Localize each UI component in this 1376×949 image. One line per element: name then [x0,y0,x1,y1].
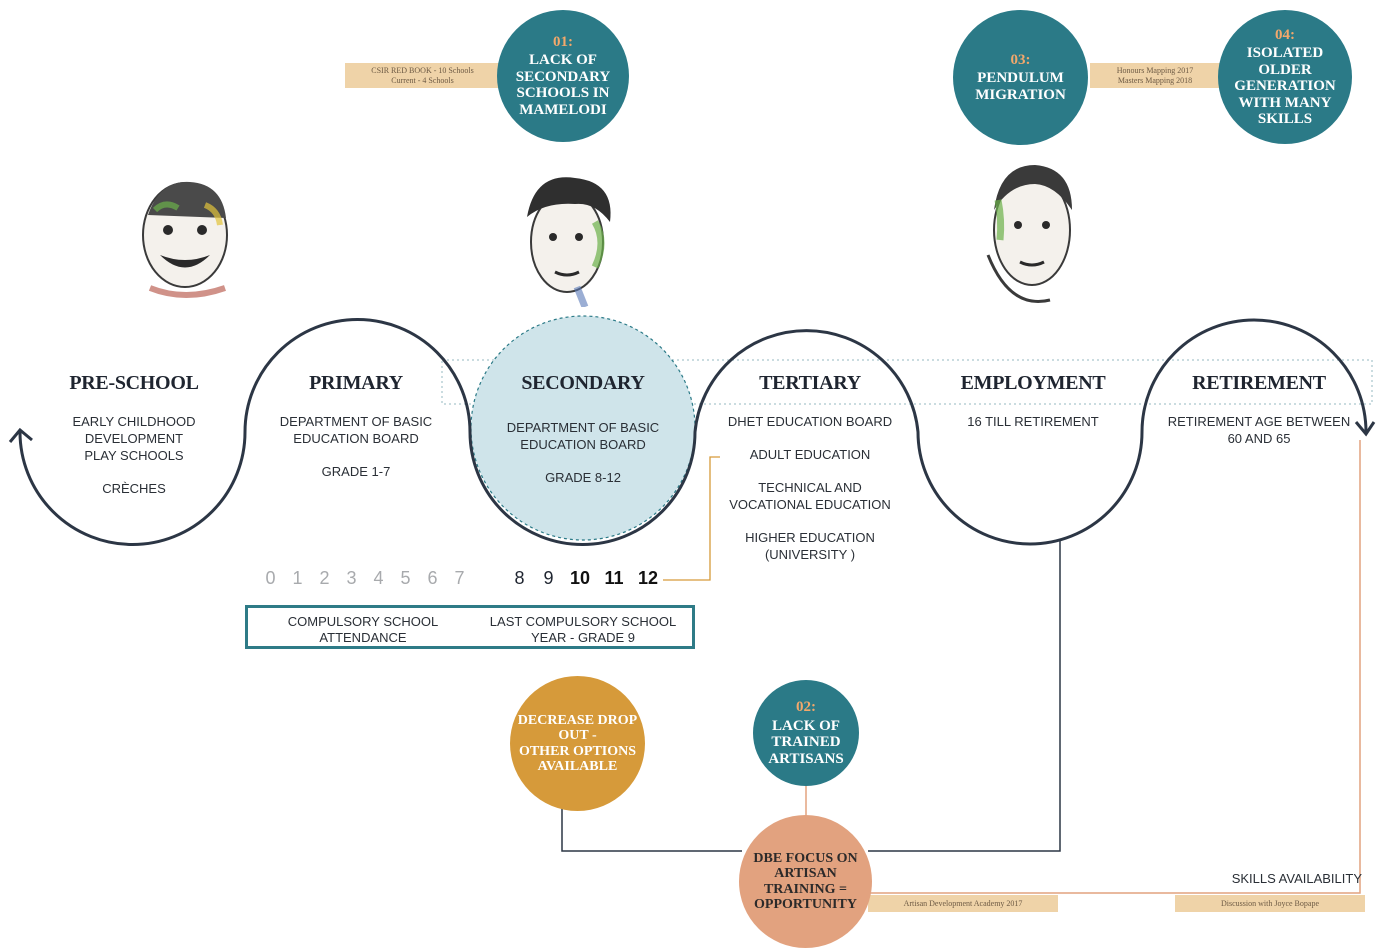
stage-title-secondary: SECONDARY [521,372,645,394]
grade-number: 10 [569,568,591,588]
issue-number: 03: [1010,51,1031,68]
grade-number: 4 [373,568,384,588]
dropout-connector [561,800,742,852]
stage-line: GRADE 1-7 [321,464,391,479]
grade-number: 5 [400,568,411,588]
csir-reference-tag: CSIR RED BOOK - 10 Schools Current - 4 S… [345,63,500,88]
stage-line: RETIREMENT AGE BETWEEN 60 AND 65 [1167,414,1351,446]
issue-text: PENDULUM MIGRATION [975,70,1066,103]
teen-face-illustration [527,177,611,307]
dotted-band [441,359,1373,405]
employment-connector [868,540,1061,852]
tag-line: CSIR RED BOOK - 10 Schools [371,66,474,76]
compulsory-attendance-box: COMPULSORY SCHOOL ATTENDANCE LAST COMPUL… [245,605,695,649]
adult-face-illustration [986,165,1072,303]
stage-body-primary: DEPARTMENT OF BASIC EDUCATION BOARD GRAD… [246,413,466,480]
stage-line: GRADE 8-12 [545,470,621,485]
stage-line: DHET EDUCATION BOARD [727,414,893,429]
skills-availability-label: SKILLS AVAILABILITY [1231,871,1362,886]
issue-01-bubble: 01: LACK OF SECONDARY SCHOOLS IN MAMELOD… [497,10,629,142]
issue-02-bubble: 02: LACK OF TRAINED ARTISANS [753,680,859,786]
stage-title-primary: PRIMARY [309,372,403,394]
tag-line: Artisan Development Academy 2017 [903,898,1023,908]
stage-body-employment: 16 TILL RETIREMENT [922,413,1144,430]
stage-line: HIGHER EDUCATION (UNIVERSITY ) [745,530,875,562]
tag-line: Discussion with Joyce Bopape [1221,898,1319,908]
left-arrow-icon [8,427,33,443]
grade-number: 8 [514,568,525,588]
dropout-bubble: DECREASE DROP OUT - OTHER OPTIONS AVAILA… [510,676,645,811]
tag-line: Masters Mapping 2018 [1117,75,1193,85]
issue-number: 01: [553,33,573,50]
stage-line: EARLY CHILDHOOD DEVELOPMENT PLAY SCHOOLS [72,414,196,463]
stage-line: TECHNICAL AND VOCATIONAL EDUCATION [729,480,891,512]
stage-title-employment: EMPLOYMENT [960,372,1106,394]
stage-line: 16 TILL RETIREMENT [967,414,1099,429]
grade-number: 7 [454,568,465,588]
issue-03-bubble: 03: PENDULUM MIGRATION [953,10,1088,145]
stage-line: DEPARTMENT OF BASIC EDUCATION BOARD [279,414,433,446]
child-face-illustration [142,181,228,298]
skills-connector [868,440,1361,894]
stage-title-tertiary: TERTIARY [759,372,861,394]
grade-number: 12 [637,568,659,588]
compulsory-label: COMPULSORY SCHOOL ATTENDANCE [287,614,439,645]
grade-bracket [663,456,720,581]
tag-line: Current - 4 Schools [391,75,454,85]
right-arrow-icon [1354,421,1376,437]
dbe-opportunity-bubble: DBE FOCUS ON ARTISAN TRAINING = OPPORTUN… [739,815,872,948]
issue-number: 04: [1275,26,1295,43]
stage-line: ADULT EDUCATION [749,447,871,462]
grade-number: 1 [292,568,303,588]
stage-body-tertiary: DHET EDUCATION BOARD ADULT EDUCATION TEC… [700,413,920,563]
tag-line: Honours Mapping 2017 [1116,66,1194,76]
stage-title-preschool: PRE-SCHOOL [69,372,199,394]
stage-title-retirement: RETIREMENT [1192,372,1326,394]
issue-text: ISOLATED OLDER GENERATION WITH MANY SKIL… [1234,45,1336,127]
stage-line: DEPARTMENT OF BASIC EDUCATION BOARD [506,420,660,452]
grade-number: 3 [346,568,357,588]
bubble-text: DECREASE DROP OUT - OTHER OPTIONS AVAILA… [517,712,638,774]
grade-number: 0 [265,568,276,588]
last-compulsory-label: LAST COMPULSORY SCHOOL YEAR - GRADE 9 [489,614,677,645]
issue-text: LACK OF TRAINED ARTISANS [768,717,844,767]
grade-number: 6 [427,568,438,588]
issue-number: 02: [796,699,816,715]
lifecycle-wave [18,318,1368,546]
stage-line: CRÈCHES [102,481,166,496]
grade-number: 11 [604,568,624,588]
honours-reference-tag: Honours Mapping 2017 Masters Mapping 201… [1090,63,1220,88]
issue-04-bubble: 04: ISOLATED OLDER GENERATION WITH MANY … [1218,10,1352,144]
stage-body-preschool: EARLY CHILDHOOD DEVELOPMENT PLAY SCHOOLS… [24,413,244,497]
issue-text: LACK OF SECONDARY SCHOOLS IN MAMELODI [515,52,611,118]
grade-number: 9 [543,568,554,588]
grade-number: 2 [319,568,330,588]
bubble-text: DBE FOCUS ON ARTISAN TRAINING = OPPORTUN… [753,850,858,912]
stage-body-secondary: DEPARTMENT OF BASIC EDUCATION BOARD GRAD… [473,419,693,486]
artisan-reference-tag: Artisan Development Academy 2017 [868,895,1058,912]
stage-body-retirement: RETIREMENT AGE BETWEEN 60 AND 65 [1148,413,1370,447]
discussion-reference-tag: Discussion with Joyce Bopape [1175,895,1365,912]
